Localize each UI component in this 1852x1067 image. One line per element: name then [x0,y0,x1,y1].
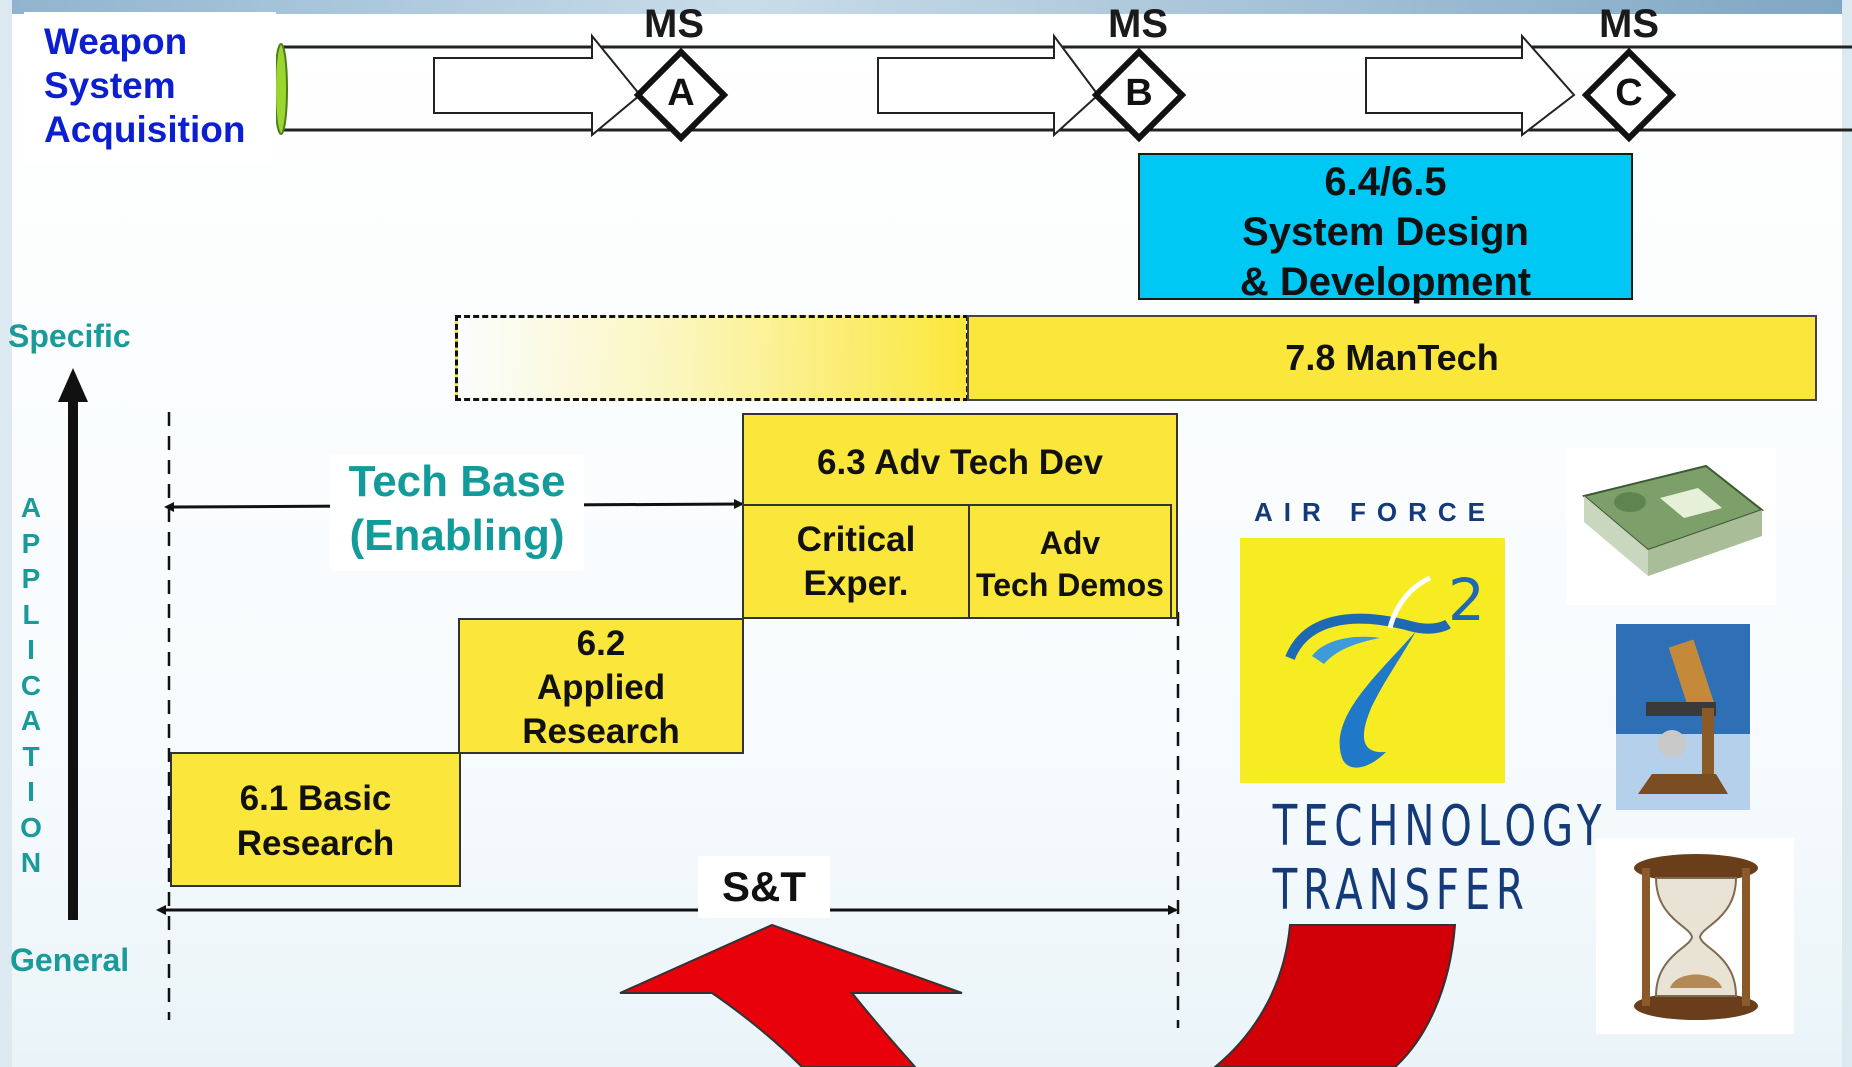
application-letter: T [22,740,40,772]
applied-line-3: Research [522,712,680,751]
money-icon [1566,448,1776,605]
applied-line-2: Applied [536,668,666,707]
adv-demos-line-2: Tech Demos [976,567,1164,603]
milestone-c-label: MS [1599,2,1659,46]
technology-line: TECHNOLOGY [1272,794,1608,859]
system-design-line-2: System Design [1242,210,1529,254]
phase-arrow-a [433,33,642,138]
t2-logo-icon [1285,575,1451,768]
axis-specific-label: Specific [8,318,131,354]
axis-general-label: General [10,942,130,978]
milestone-diamond-b [1091,47,1187,143]
system-design-box: 6.4/6.5 System Design & Development [1138,153,1633,304]
adv-demos-line-1: Adv [1039,525,1101,561]
milestone-a-label: MS [644,2,704,46]
application-letter: A [20,705,42,736]
microscope-icon [1616,624,1750,810]
basic-line-2: Research [236,824,395,863]
milestone-a-letter: A [667,72,695,114]
title-line-1: Weapon [44,21,188,62]
milestone-b-label: MS [1108,2,1168,46]
milestone-b-letter: B [1125,72,1153,114]
milestone-c-letter: C [1615,72,1643,114]
milestone-diamond-c [1581,47,1677,143]
left-edge-haze [0,0,12,1067]
system-design-line-3: & Development [1239,260,1532,304]
top-decorative-band [0,0,1852,14]
adv-tech-demos-box: Adv Tech Demos [968,504,1172,619]
application-letter: O [20,811,42,843]
title-line-3: Acquisition [44,109,246,150]
application-axis-head [58,368,88,402]
acquisition-title: Weapon System Acquisition [24,12,276,162]
application-vertical-label: A P P L I C A T I O N [20,490,42,881]
application-letter: L [22,598,40,630]
st-label: S&T [698,856,830,918]
tech-base-line-2: (Enabling) [349,511,565,560]
red-arrow-right [1213,924,1457,1067]
technology-transfer-label: TECHNOLOGY TRANSFER [1272,794,1608,923]
t2-superscript: 2 [1448,566,1485,634]
transfer-line: TRANSFER [1272,858,1530,923]
tech-base-label: Tech Base (Enabling) [330,455,584,571]
application-letter: C [20,669,42,701]
application-letter: I [27,776,35,807]
application-letter: P [21,527,41,559]
applied-line-1: 6.2 [576,624,626,663]
t2-logo-square [1240,538,1505,783]
milestone-diamond-a [633,47,729,143]
mantech-box: 7.8 ManTech [967,315,1817,401]
phase-arrow-c [1365,33,1576,138]
application-letter: N [20,847,42,878]
tech-base-line-1: Tech Base [348,457,566,506]
critical-exper-box: Critical Exper. [742,504,970,619]
basic-research-box: 6.1 Basic Research [170,752,461,887]
critical-line-1: Critical [796,520,916,559]
application-letter: I [27,634,35,665]
timeline-start-cap [274,43,288,135]
title-line-2: System [44,65,176,106]
hourglass-icon [1596,838,1794,1034]
mantech-fade-region [455,315,969,401]
red-arrow-left [619,923,963,1067]
phase-arrow-b [877,32,1100,138]
system-design-line-1: 6.4/6.5 [1324,160,1447,204]
basic-line-1: 6.1 Basic [239,779,392,818]
applied-research-box: 6.2 Applied Research [458,618,744,754]
application-letter: P [21,563,41,594]
right-edge-haze [1842,0,1852,1067]
critical-line-2: Exper. [803,564,909,603]
application-letter: A [20,492,42,523]
air-force-label: AIR FORCE [1254,497,1496,527]
adv-tech-dev-label: 6.3 Adv Tech Dev [817,443,1103,482]
